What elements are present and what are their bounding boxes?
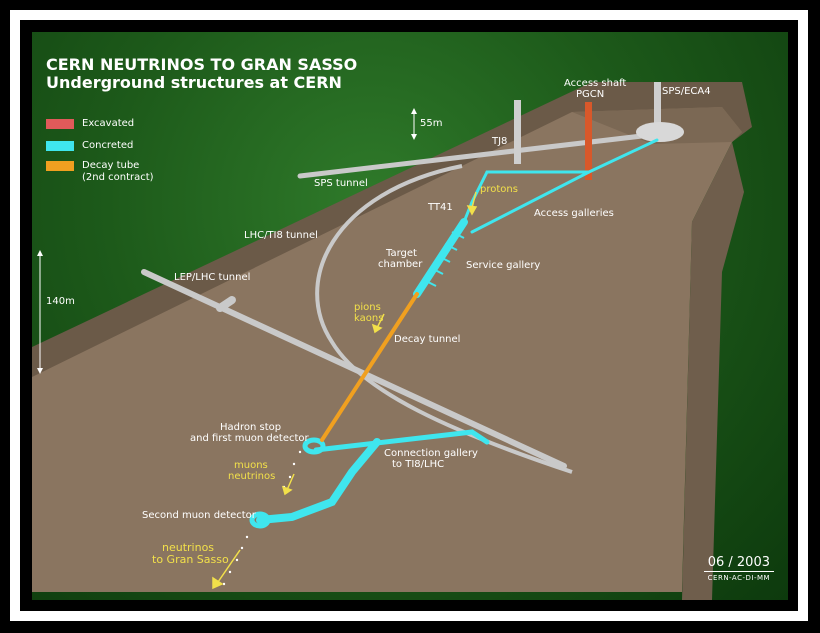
diagram-subtitle: Underground structures at CERN bbox=[46, 73, 342, 92]
label-pgcn: PGCN bbox=[576, 89, 605, 100]
rock-slab-right-face bbox=[682, 142, 744, 600]
label-sps-tunnel: SPS tunnel bbox=[314, 178, 368, 189]
decay-tube bbox=[320, 292, 419, 442]
legend-item-concreted: Concreted bbox=[46, 140, 133, 154]
diagram-svg bbox=[32, 82, 752, 600]
connection-gallery bbox=[313, 429, 490, 453]
access-shaft-pgcn bbox=[585, 102, 592, 180]
label-neutrinos-big: neutrinos bbox=[162, 541, 215, 554]
label-protons: protons bbox=[480, 184, 518, 195]
legend-label-concreted: Concreted bbox=[82, 140, 134, 151]
connection-branch bbox=[256, 438, 381, 524]
legend-decay-text: Decay tube (2nd contract) bbox=[82, 160, 154, 183]
hadron-stop bbox=[302, 437, 326, 455]
label-to-gran-sasso: to Gran Sasso bbox=[152, 553, 229, 566]
label-connection-gallery: Connection gallery bbox=[384, 448, 478, 459]
label-access-shaft: Access shaft bbox=[564, 78, 627, 89]
concreted-structures bbox=[249, 138, 659, 529]
lep-lhc-stub bbox=[216, 296, 236, 312]
legend-item-excavated: Excavated bbox=[46, 118, 134, 132]
tt41-line bbox=[462, 170, 489, 224]
label-chamber: chamber bbox=[378, 259, 423, 270]
legend-label-decay: Decay tube bbox=[82, 160, 140, 171]
label-depth-55m: 55m bbox=[420, 118, 443, 129]
yellow-arrows bbox=[212, 191, 478, 590]
stamp-date: 06 / 2003 bbox=[703, 555, 774, 572]
label-depth-140m: 140m bbox=[46, 296, 75, 307]
sps-eca4-cavern bbox=[636, 122, 684, 142]
label-sps-eca4: SPS/ECA4 bbox=[662, 86, 711, 97]
date-stamp: 06 / 2003 CERN-AC-DI-MM bbox=[703, 555, 774, 582]
legend-swatch-decay bbox=[46, 161, 74, 171]
label-connection-ti8-lhc: to TI8/LHC bbox=[392, 459, 445, 470]
depth-55-arrowhead-up bbox=[411, 108, 417, 114]
label-second-muon-detector: Second muon detector bbox=[142, 510, 256, 521]
diagram-title: CERN NEUTRINOS TO GRAN SASSO bbox=[46, 55, 358, 74]
depth-140-arrowhead-down bbox=[37, 368, 43, 374]
sps-eca4-shaft bbox=[654, 82, 661, 132]
label-pions: pions bbox=[354, 302, 381, 313]
label-decay-tunnel: Decay tunnel bbox=[394, 334, 461, 345]
label-lep-lhc-tunnel: LEP/LHC tunnel bbox=[174, 272, 251, 283]
label-access-galleries: Access galleries bbox=[534, 208, 614, 219]
label-target: Target bbox=[386, 248, 417, 259]
legend-item-decay-tube: Decay tube (2nd contract) bbox=[46, 160, 154, 186]
depth-55-arrowhead-down bbox=[411, 134, 417, 140]
label-service-gallery: Service gallery bbox=[466, 260, 541, 271]
depth-140-arrowhead-up bbox=[37, 250, 43, 256]
label-lhc-ti8-tunnel: LHC/TI8 tunnel bbox=[244, 230, 318, 241]
label-tt41: TT41 bbox=[428, 202, 453, 213]
diagram-canvas: CERN NEUTRINOS TO GRAN SASSO Underground… bbox=[32, 32, 788, 600]
access-gallery-branch bbox=[470, 170, 591, 234]
service-gallery-ladder bbox=[423, 231, 465, 287]
label-muons: muons bbox=[234, 460, 268, 471]
label-neutrinos-small: neutrinos bbox=[228, 471, 276, 482]
legend-swatch-excavated bbox=[46, 119, 74, 129]
legend-label-excavated: Excavated bbox=[82, 118, 135, 129]
tj8-shaft bbox=[514, 100, 521, 164]
label-kaons: kaons bbox=[354, 313, 384, 324]
label-hadron-stop: Hadron stop bbox=[220, 422, 282, 433]
stamp-ref: CERN-AC-DI-MM bbox=[707, 574, 771, 582]
legend-sublabel-decay: (2nd contract) bbox=[82, 171, 154, 183]
label-first-muon-detector: and first muon detector bbox=[190, 433, 309, 444]
label-tj8: TJ8 bbox=[492, 136, 508, 147]
second-muon-detector bbox=[249, 511, 271, 529]
legend-swatch-concreted bbox=[46, 141, 74, 151]
